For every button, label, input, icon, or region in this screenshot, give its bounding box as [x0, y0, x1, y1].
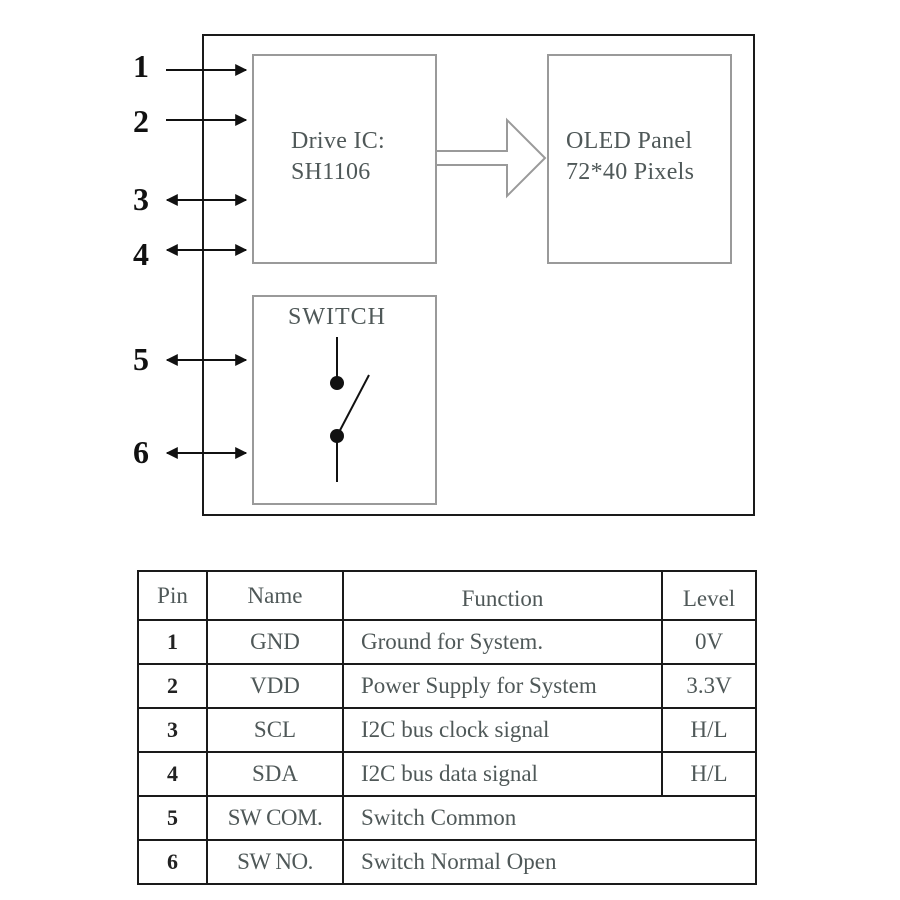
cell-pin: 1: [137, 619, 208, 665]
header-function: Function: [342, 570, 663, 621]
cell-level: H/L: [661, 707, 757, 753]
cell-name: SW COM.: [206, 795, 344, 841]
cell-name: SW NO.: [206, 839, 344, 885]
cell-level: 0V: [661, 619, 757, 665]
cell-level: 3.3V: [661, 663, 757, 709]
cell-pin: 2: [137, 663, 208, 709]
pin-number-2: 2: [133, 103, 149, 139]
header-name: Name: [206, 570, 344, 621]
header-pin: Pin: [137, 570, 208, 621]
cell-function: I2C bus data signal: [342, 751, 663, 797]
drive-ic-label: Drive IC: SH1106: [291, 126, 385, 188]
oled-panel-label: OLED Panel 72*40 Pixels: [566, 126, 694, 188]
cell-function: Ground for System.: [342, 619, 663, 665]
cell-pin: 4: [137, 751, 208, 797]
pin-number-1: 1: [133, 48, 149, 84]
table-row: 6 SW NO. Switch Normal Open: [137, 839, 757, 885]
module-outline: [202, 34, 755, 516]
oled-panel-line2: 72*40 Pixels: [566, 159, 695, 185]
drive-ic-line1: Drive IC:: [291, 128, 386, 154]
drive-ic-line2: SH1106: [291, 159, 371, 185]
pin-number-3: 3: [133, 181, 149, 217]
cell-name: VDD: [206, 663, 344, 709]
drive-ic-block: [252, 54, 437, 264]
cell-pin: 6: [137, 839, 208, 885]
pin-function-table: Pin Name Function Level 1 GND Ground for…: [137, 570, 757, 885]
oled-panel-line1: OLED Panel: [566, 128, 693, 154]
table-row: 4 SDA I2C bus data signal H/L: [137, 751, 757, 797]
cell-function: Switch Common: [342, 795, 757, 841]
cell-name: SDA: [206, 751, 344, 797]
oled-panel-block: [547, 54, 732, 264]
table-row: 5 SW COM. Switch Common: [137, 795, 757, 841]
cell-pin: 5: [137, 795, 208, 841]
cell-function: Switch Normal Open: [342, 839, 757, 885]
cell-function: I2C bus clock signal: [342, 707, 663, 753]
cell-level: H/L: [661, 751, 757, 797]
switch-label: SWITCH: [288, 304, 386, 330]
table-header-row: Pin Name Function Level: [137, 570, 757, 621]
table-row: 2 VDD Power Supply for System 3.3V: [137, 663, 757, 709]
table-row: 3 SCL I2C bus clock signal H/L: [137, 707, 757, 753]
cell-function: Power Supply for System: [342, 663, 663, 709]
pin-number-4: 4: [133, 236, 149, 272]
table-row: 1 GND Ground for System. 0V: [137, 619, 757, 665]
pin-number-6: 6: [133, 434, 149, 470]
header-level: Level: [661, 570, 757, 621]
cell-pin: 3: [137, 707, 208, 753]
cell-name: SCL: [206, 707, 344, 753]
cell-name: GND: [206, 619, 344, 665]
pin-number-5: 5: [133, 341, 149, 377]
